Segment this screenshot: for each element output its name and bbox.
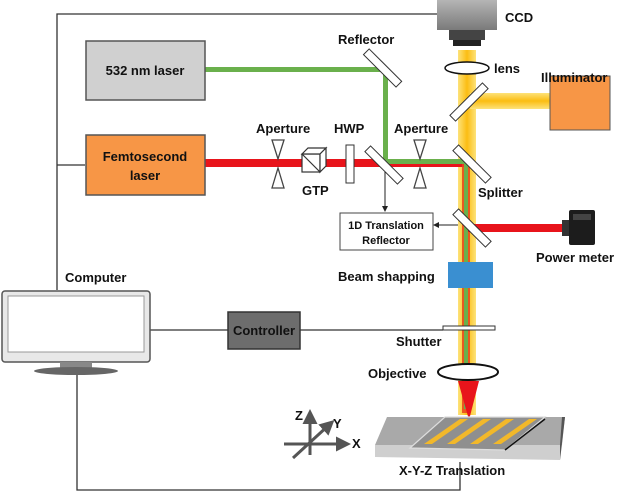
shutter — [442, 325, 496, 331]
aperture-1-label: Aperture — [256, 121, 310, 136]
beam-shaper — [448, 262, 493, 288]
axis-x-label: X — [352, 436, 361, 451]
xyz-axes — [284, 409, 351, 460]
translation-reflector-label-1: 1D Translation — [348, 220, 424, 232]
power-meter — [562, 210, 595, 245]
shutter-label: Shutter — [396, 334, 442, 349]
control-wiring — [56, 13, 461, 491]
translation-reflector-label-2: Reflector — [362, 235, 410, 247]
illuminator-mirror — [449, 82, 489, 122]
objective-label: Objective — [368, 366, 427, 381]
xyz-translation-stage — [375, 416, 565, 460]
hwp-label: HWP — [334, 121, 365, 136]
femto-label-1: Femtosecond — [103, 149, 188, 164]
gtp-prism — [300, 146, 328, 174]
aperture-1 — [271, 139, 285, 189]
aperture-2-label: Aperture — [394, 121, 448, 136]
written-lines — [424, 419, 537, 444]
beam-splitter — [452, 144, 492, 184]
illuminator-label: Illuminator — [541, 70, 607, 85]
ccd-label: CCD — [505, 10, 533, 25]
laser-532nm-label: 532 nm laser — [106, 63, 185, 78]
illuminator — [549, 75, 611, 131]
movable-reflector — [364, 145, 404, 185]
splitter-label: Splitter — [478, 185, 523, 200]
reflector-mirror — [362, 48, 403, 88]
femtosecond-laser — [85, 134, 206, 196]
lens-label: lens — [494, 61, 520, 76]
half-wave-plate — [345, 144, 355, 184]
computer-label: Computer — [65, 270, 126, 285]
controller — [227, 311, 301, 350]
ccd-camera — [437, 0, 497, 46]
power-meter-mirror — [452, 208, 492, 248]
axis-z-label: Z — [295, 408, 303, 423]
laser-532nm — [85, 40, 206, 101]
focused-beam — [458, 381, 479, 420]
objective-lens — [437, 363, 499, 381]
power-meter-label: Power meter — [536, 250, 614, 265]
gtp-label: GTP — [302, 183, 329, 198]
beam-shaping-label: Beam shapping — [338, 269, 435, 284]
stage-label-xyz: X-Y-Z Translation — [399, 463, 505, 478]
femto-label-2: laser — [130, 168, 160, 183]
aperture-2 — [413, 139, 427, 189]
lens — [444, 61, 490, 75]
reflector-label: Reflector — [338, 32, 394, 47]
translation-reflector-box — [339, 212, 434, 251]
axis-y-label: Y — [333, 416, 342, 431]
computer-monitor — [1, 290, 151, 375]
controller-label: Controller — [233, 323, 295, 338]
